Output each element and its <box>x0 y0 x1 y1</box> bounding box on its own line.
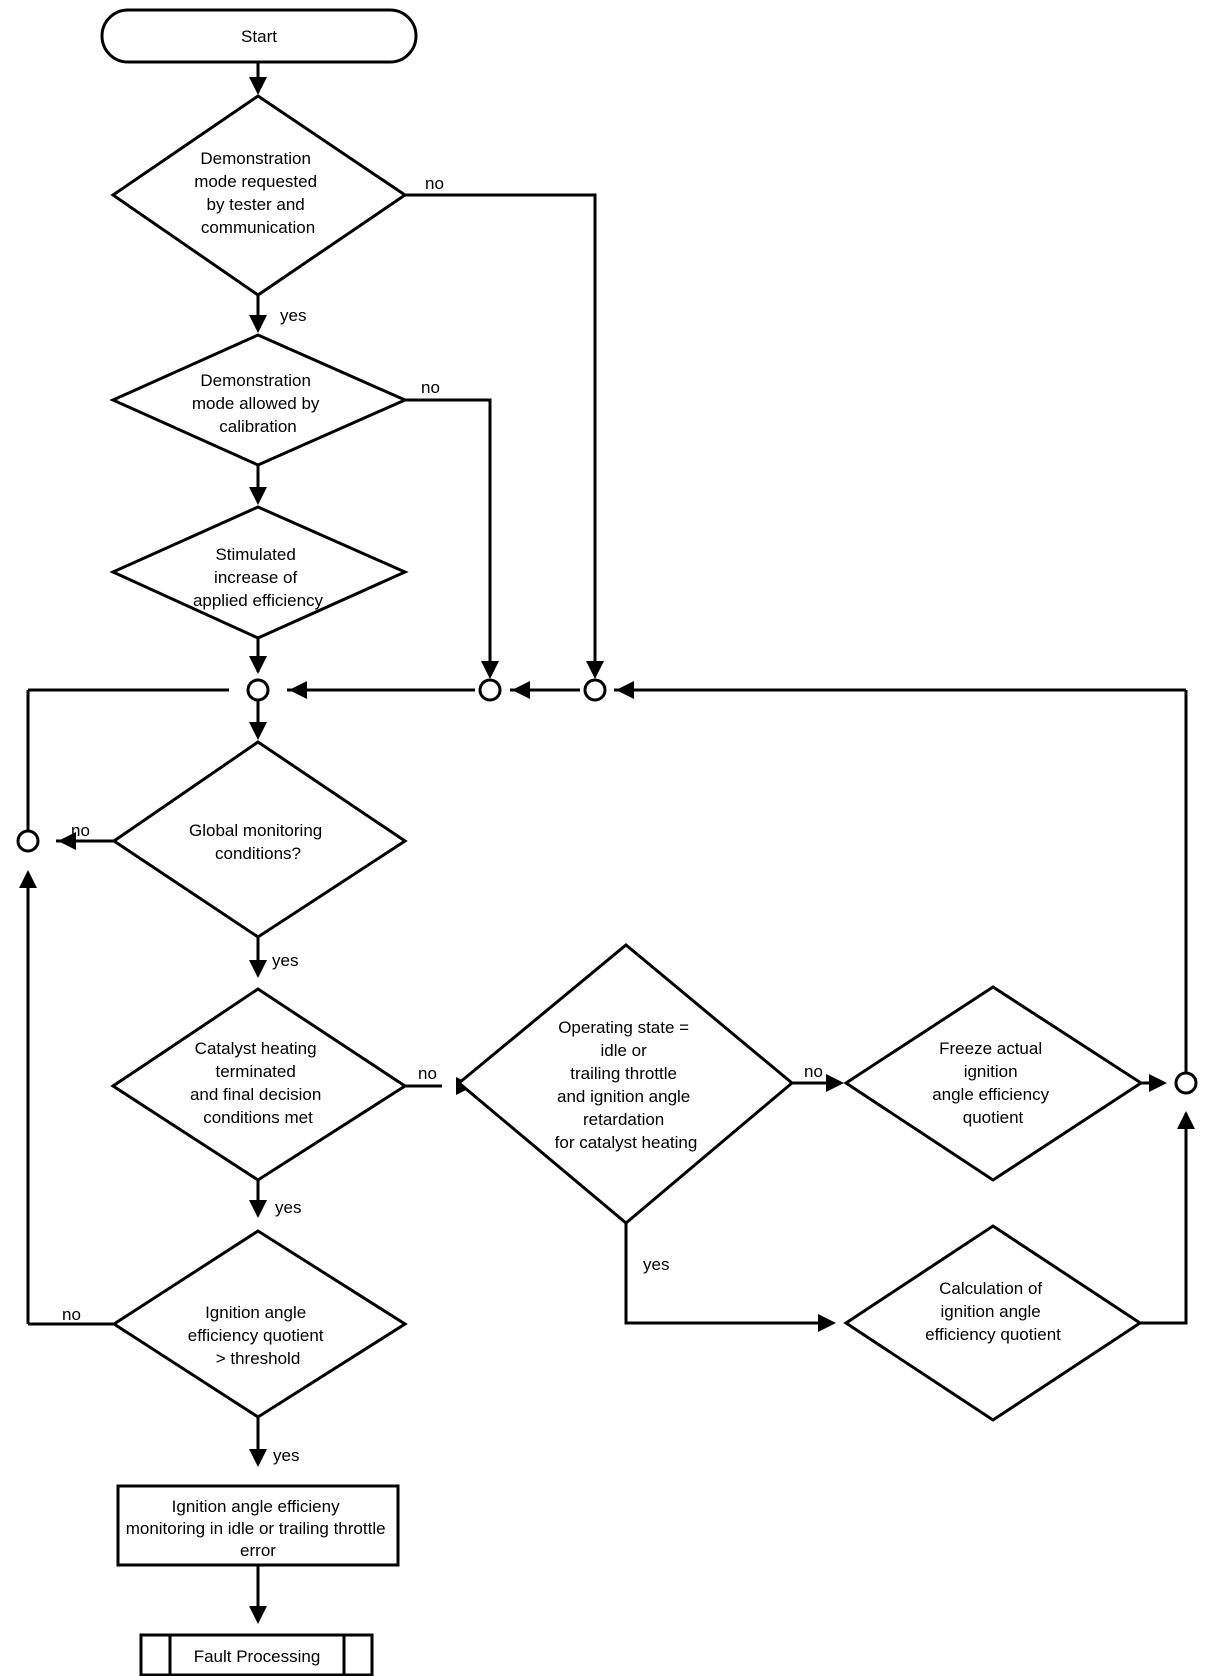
text-line: retardation <box>583 1110 664 1129</box>
process-calculation-quotient: Calculation of ignition angle efficiency… <box>843 1224 1143 1422</box>
text-line: Global monitoring <box>189 821 322 840</box>
edge-label-global-no: no <box>71 821 90 840</box>
junction-left-loop <box>16 829 40 853</box>
text-line: ignition angle <box>941 1302 1041 1321</box>
text-line: Freeze actual <box>939 1039 1042 1058</box>
text-line: angle efficiency <box>932 1085 1049 1104</box>
decision-operating-state-text: Operating state = idle or trailing throt… <box>555 1018 698 1152</box>
decision-quotient-threshold: Ignition angle efficiency quotient > thr… <box>111 1229 408 1419</box>
text-line: by tester and <box>206 195 304 214</box>
decision-demo-allowed-text: Demonstration mode allowed by calibratio… <box>192 371 324 436</box>
text-line: Operating state = <box>558 1018 689 1037</box>
edge-labels: no yes no no yes no yes no yes no yes <box>62 174 823 1465</box>
text-line: Stimulated <box>215 545 295 564</box>
process-error-box: Ignition angle efficieny monitoring in i… <box>116 1484 400 1567</box>
decision-demo-requested-text: Demonstration mode requested by tester a… <box>194 149 322 237</box>
decision-demo-requested: Demonstration mode requested by tester a… <box>110 94 408 297</box>
edge-label-catalyst-no: no <box>418 1064 437 1083</box>
text-line: conditions met <box>203 1108 313 1127</box>
text-line: calibration <box>219 417 297 436</box>
text-line: applied efficiency <box>193 591 324 610</box>
process-error-box-text: Ignition angle efficieny monitoring in i… <box>126 1497 391 1560</box>
merge-junctions <box>16 678 1198 1095</box>
text-line: Demonstration <box>200 371 311 390</box>
start-label: Start <box>241 27 277 46</box>
decision-global-monitoring-text: Global monitoring conditions? <box>189 821 327 863</box>
edge-label-demo-requested-yes: yes <box>280 306 306 325</box>
text-line: and ignition angle <box>557 1087 690 1106</box>
text-line: mode allowed by <box>192 394 320 413</box>
decision-catalyst-heating-text: Catalyst heating terminated and final de… <box>190 1039 326 1127</box>
edge-label-demo-requested-no: no <box>425 174 444 193</box>
process-stimulated-increase-text: Stimulated increase of applied efficienc… <box>193 545 324 610</box>
text-line: monitoring in idle or trailing throttle <box>126 1519 386 1538</box>
decision-global-monitoring: Global monitoring conditions? <box>111 740 408 939</box>
arrowheads <box>19 77 1195 1624</box>
process-calculation-quotient-text: Calculation of ignition angle efficiency… <box>925 1279 1061 1344</box>
text-line: communication <box>201 218 315 237</box>
edge-label-operating-yes: yes <box>643 1255 669 1274</box>
text-line: Demonstration <box>200 149 311 168</box>
edge-label-catalyst-yes: yes <box>275 1198 301 1217</box>
text-line: Ignition angle <box>205 1303 306 1322</box>
edge-label-threshold-yes: yes <box>273 1446 299 1465</box>
edge-label-demo-allowed-no: no <box>421 378 440 397</box>
decision-catalyst-heating: Catalyst heating terminated and final de… <box>110 987 408 1182</box>
junction-calibration <box>478 678 502 702</box>
text-line: error <box>240 1541 276 1560</box>
text-line: ignition <box>964 1062 1018 1081</box>
edge-label-global-yes: yes <box>272 951 298 970</box>
edge-label-threshold-no: no <box>62 1305 81 1324</box>
text-line: Calculation of <box>939 1279 1042 1298</box>
text-line: mode requested <box>194 172 317 191</box>
text-line: increase of <box>214 568 297 587</box>
text-line: idle or <box>600 1041 647 1060</box>
decision-operating-state: Operating state = idle or trailing throt… <box>456 943 795 1225</box>
decision-demo-allowed: Demonstration mode allowed by calibratio… <box>109 333 409 467</box>
text-line: Catalyst heating <box>195 1039 317 1058</box>
text-line: Ignition angle efficieny <box>172 1497 340 1516</box>
text-line: trailing throttle <box>570 1064 677 1083</box>
edge-label-operating-no: no <box>804 1062 823 1081</box>
text-line: efficiency quotient <box>925 1325 1061 1344</box>
text-line: and final decision <box>190 1085 321 1104</box>
junction-right-loop <box>1174 1071 1198 1095</box>
junction-tester <box>583 678 607 702</box>
text-line: terminated <box>215 1062 295 1081</box>
text-line: > threshold <box>216 1349 301 1368</box>
decision-quotient-threshold-text: Ignition angle efficiency quotient > thr… <box>188 1303 329 1368</box>
predefined-fault-processing: Fault Processing <box>139 1633 374 1676</box>
text-line: quotient <box>963 1108 1024 1127</box>
text-line: for catalyst heating <box>555 1133 698 1152</box>
junction-main <box>246 678 270 702</box>
process-freeze-quotient-text: Freeze actual ignition angle efficiency … <box>932 1039 1054 1127</box>
process-stimulated-increase: Stimulated increase of applied efficienc… <box>109 505 409 640</box>
start-terminal: Start <box>100 8 418 64</box>
fault-processing-label: Fault Processing <box>194 1647 321 1666</box>
text-line: conditions? <box>215 844 301 863</box>
process-freeze-quotient: Freeze actual ignition angle efficiency … <box>843 985 1144 1182</box>
text-line: efficiency quotient <box>188 1326 324 1345</box>
